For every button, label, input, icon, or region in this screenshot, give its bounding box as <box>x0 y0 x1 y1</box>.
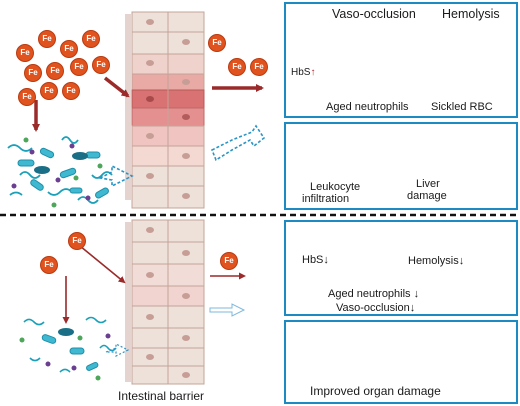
organ-panel-top: Leukocyte infiltration Liver damage <box>284 122 518 210</box>
iron-icon: Fe <box>38 30 56 48</box>
iron-icon: Fe <box>40 82 58 100</box>
organ-panel-bottom: Improved organ damage <box>284 320 518 404</box>
iron-icon: Fe <box>208 34 226 52</box>
liver-label: Liver <box>416 178 440 190</box>
epithelium-bottom <box>125 219 205 385</box>
microbiota-signal-arrow-bottom <box>105 343 130 357</box>
iron-icon: Fe <box>16 44 34 62</box>
iron-icon: Fe <box>82 30 100 48</box>
iron-icon: Fe <box>46 62 64 80</box>
aged-neutrophils-label-bottom: Aged neutrophils ↓ <box>328 288 420 300</box>
aged-neutrophils-legend: Aged neutrophils <box>326 101 409 113</box>
iron-icon: Fe <box>40 256 58 274</box>
hemolysis-label: Hemolysis <box>442 7 500 21</box>
intestinal-barrier-label: Intestinal barrier <box>118 389 205 403</box>
iron-to-barrier-arrow-bottom <box>79 245 126 284</box>
hbs-label-bottom: HbS↓ <box>302 254 329 266</box>
decrease-arrow: ↓ <box>413 288 420 300</box>
leukocyte-label: Leukocyte <box>310 181 361 193</box>
iron-icon: Fe <box>70 58 88 76</box>
improved-organ-damage-label: Improved organ damage <box>310 384 441 398</box>
sickled-rbc-legend: Sickled RBC <box>431 101 493 113</box>
iron-icon: Fe <box>24 64 42 82</box>
barrier-signal-arrow-top <box>210 124 266 162</box>
gut-microbiota-top <box>7 136 113 208</box>
iron-icon: Fe <box>220 252 238 270</box>
iron-icon: Fe <box>228 58 246 76</box>
vaso-occlusion-label: Vaso-occlusion <box>332 7 416 21</box>
hbs-label: HbS↑ <box>291 67 316 78</box>
hemolysis-label-bottom: Hemolysis↓ <box>408 255 465 267</box>
infiltration-label: infiltration <box>302 193 350 205</box>
decrease-arrow: ↓ <box>409 302 416 314</box>
barrier-signal-arrow-bottom <box>209 303 246 317</box>
iron-icon: Fe <box>68 232 86 250</box>
epithelium-top <box>125 11 205 209</box>
iron-icon: Fe <box>92 56 110 74</box>
decrease-arrow: ↓ <box>323 254 329 266</box>
increase-arrow: ↑ <box>310 67 316 78</box>
circulation-panel-bottom: HbS↓ Hemolysis↓ Aged neutrophils ↓ Vaso-… <box>284 220 518 316</box>
decrease-arrow: ↓ <box>458 255 465 267</box>
iron-to-barrier-arrow <box>103 76 130 98</box>
iron-icon: Fe <box>250 58 268 76</box>
vaso-occlusion-label-bottom: Vaso-occlusion↓ <box>336 302 416 314</box>
microbiota-signal-arrow-top <box>97 164 134 188</box>
damage-label: damage <box>407 190 447 202</box>
iron-icon: Fe <box>60 40 78 58</box>
iron-icon: Fe <box>18 88 36 106</box>
iron-icon: Fe <box>62 82 80 100</box>
circulation-panel-top: Vaso-occlusion Hemolysis HbS↑ Aged neutr… <box>284 2 518 118</box>
gut-microbiota-bottom <box>19 316 117 381</box>
